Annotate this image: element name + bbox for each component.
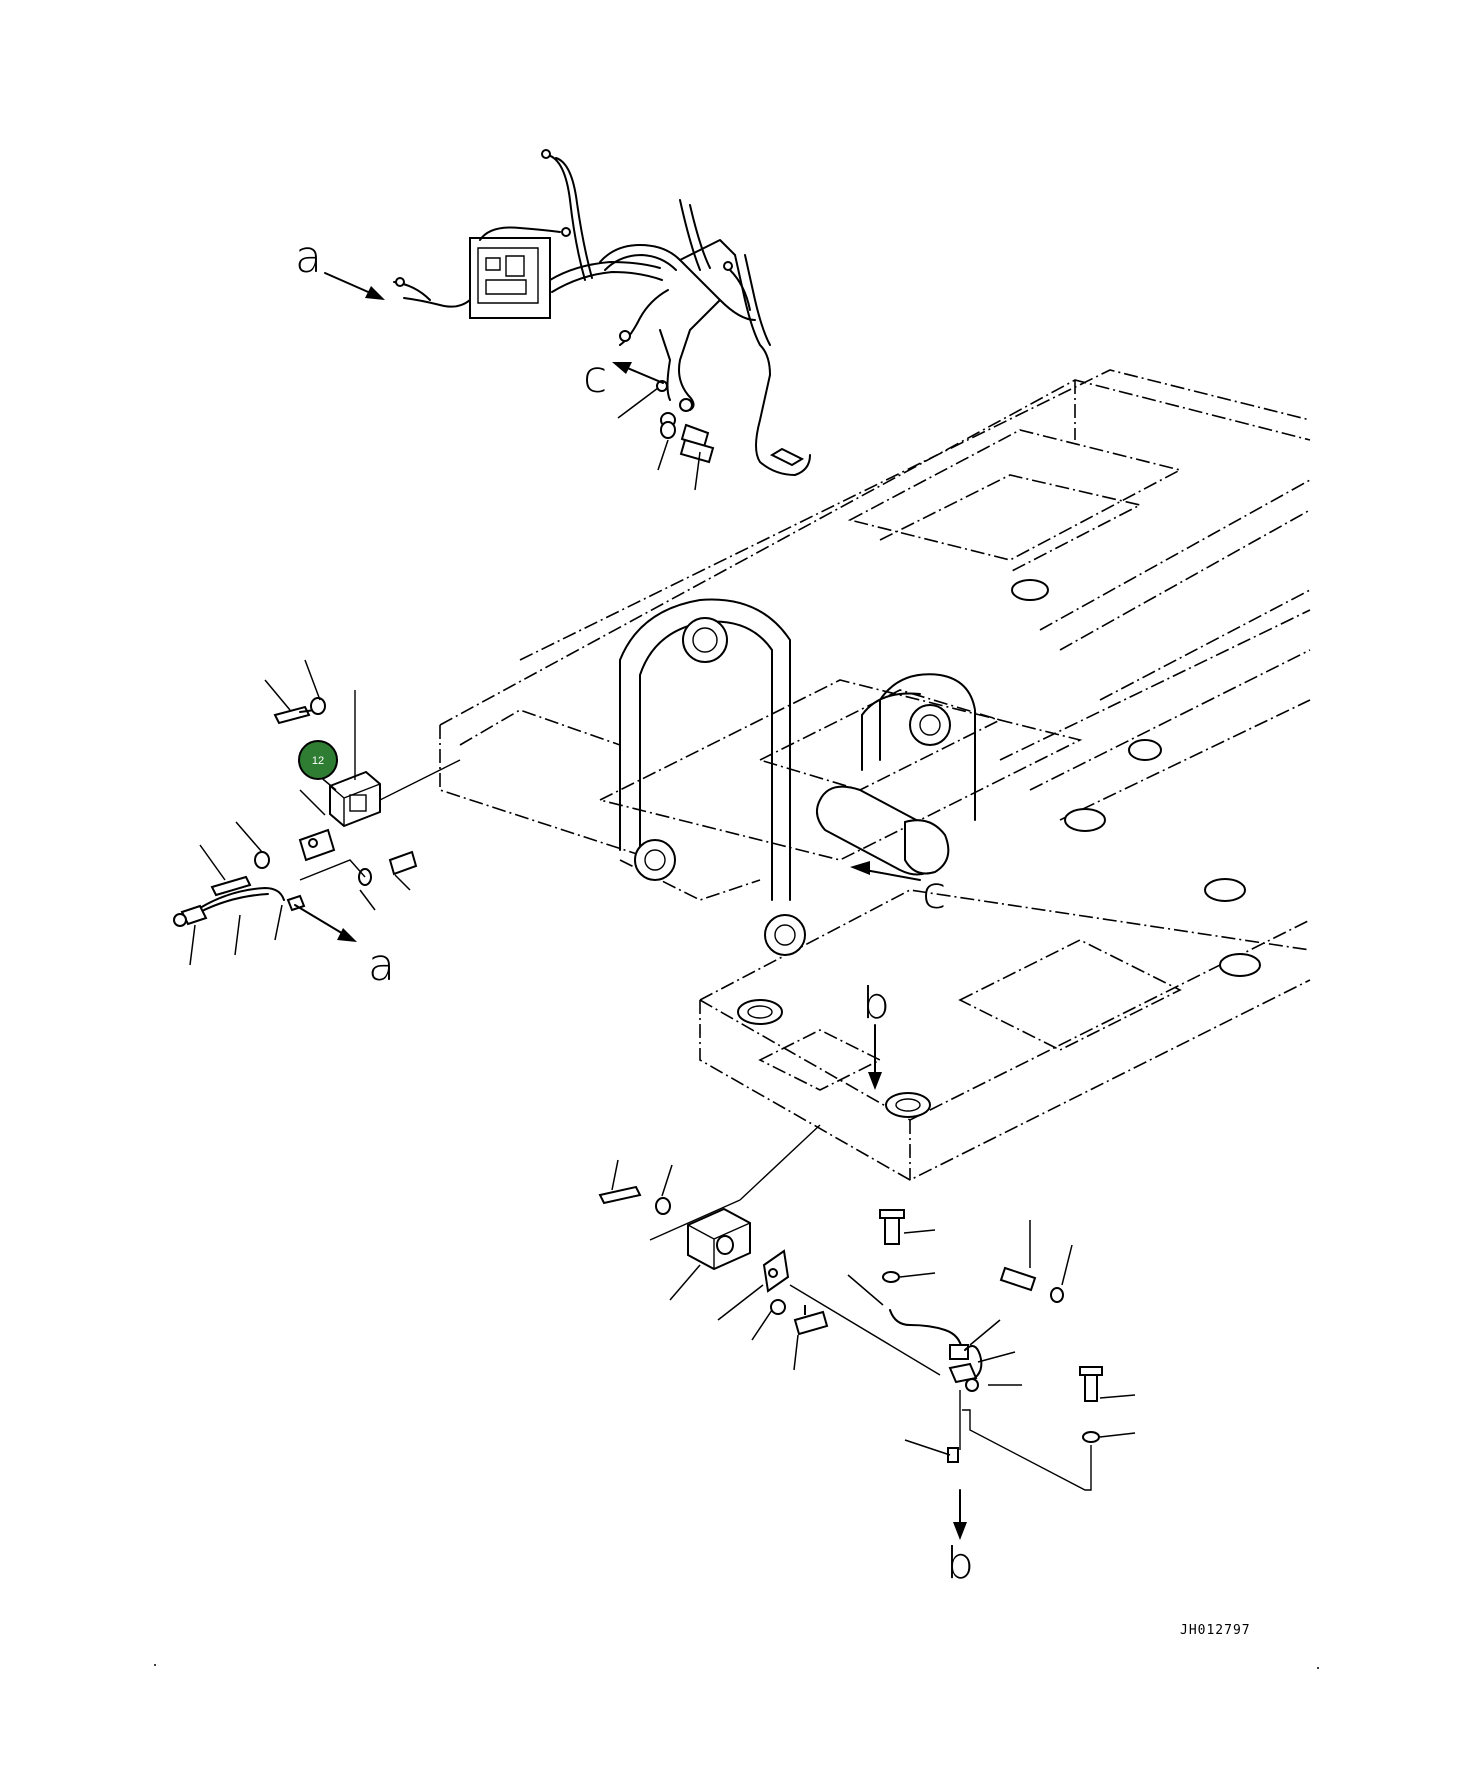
left-mounting-assembly <box>173 690 461 927</box>
corner-dot-right <box>1317 1667 1319 1669</box>
left-leader-lines <box>189 659 411 966</box>
callout-circle[interactable] <box>298 740 338 780</box>
corner-dot-left <box>154 1664 156 1666</box>
top-leader-lines <box>617 380 715 491</box>
wiring-harness-assembly <box>393 149 811 476</box>
lower-leader-lines <box>611 1159 1136 1456</box>
ref-label-b-bottom: b <box>946 1538 974 1589</box>
swing-frame-brackets <box>619 598 976 956</box>
ref-label-c-top: c <box>583 352 607 403</box>
ref-label-b-frame: b <box>862 978 890 1029</box>
callout-number[interactable]: 12 <box>312 755 324 767</box>
drawing-number: JH012797 <box>1180 1623 1251 1638</box>
frame-holes <box>737 579 1261 1118</box>
reference-arrows <box>294 272 967 1540</box>
ref-label-c-frame: c <box>922 868 946 919</box>
ref-label-a-left: a <box>368 940 395 991</box>
callout-badge[interactable]: 12 <box>298 740 338 791</box>
ref-label-a-top: a <box>295 232 322 283</box>
lower-bracket-assembly <box>598 1124 1103 1491</box>
